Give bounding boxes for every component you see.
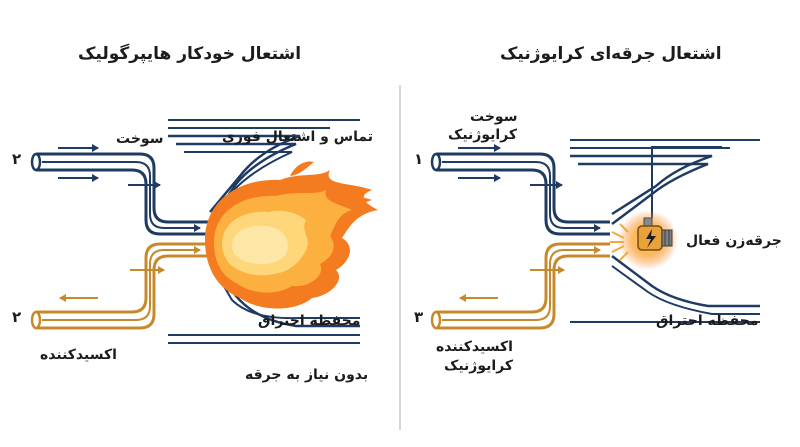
left-note-label: بدون نیاز به جرقه bbox=[245, 367, 369, 383]
left-fuel-pipe bbox=[30, 119, 360, 236]
left-oxidizer-number: ۲ bbox=[12, 308, 22, 326]
right-fuel-label-line2: کرایوژنیک bbox=[448, 127, 518, 143]
left-oxidizer-pipe bbox=[30, 242, 360, 344]
left-contact-label: تماس و اشتعال فوری bbox=[222, 129, 373, 145]
left-flame bbox=[205, 161, 378, 309]
right-fuel-pipe bbox=[430, 139, 760, 236]
left-title: اشتعال خودکار هایپرگولیک bbox=[78, 44, 302, 64]
right-oxidizer-label-line2: کرایوژنیک bbox=[444, 358, 514, 374]
right-fuel-label-line1: سوخت bbox=[470, 109, 518, 125]
left-oxidizer-label: اکسیدکننده bbox=[40, 347, 117, 363]
left-fuel-label: سوخت bbox=[116, 131, 164, 147]
spark-plug bbox=[610, 146, 722, 270]
right-oxidizer-pipe bbox=[430, 242, 760, 330]
left-fuel-number: ۲ bbox=[12, 150, 22, 168]
right-title: اشتعال جرقه‌ای کرایوژنیک bbox=[500, 44, 722, 64]
right-oxidizer-number: ۳ bbox=[414, 308, 424, 326]
right-fuel-number: ۱ bbox=[414, 150, 424, 168]
right-oxidizer-label-line1: اکسیدکننده bbox=[436, 339, 513, 355]
left-chamber-label: محفظه احتراق bbox=[258, 313, 361, 329]
right-igniter-label: جرقه‌زن فعال bbox=[686, 233, 782, 249]
right-chamber-label: محفظه احتراق bbox=[656, 313, 759, 329]
